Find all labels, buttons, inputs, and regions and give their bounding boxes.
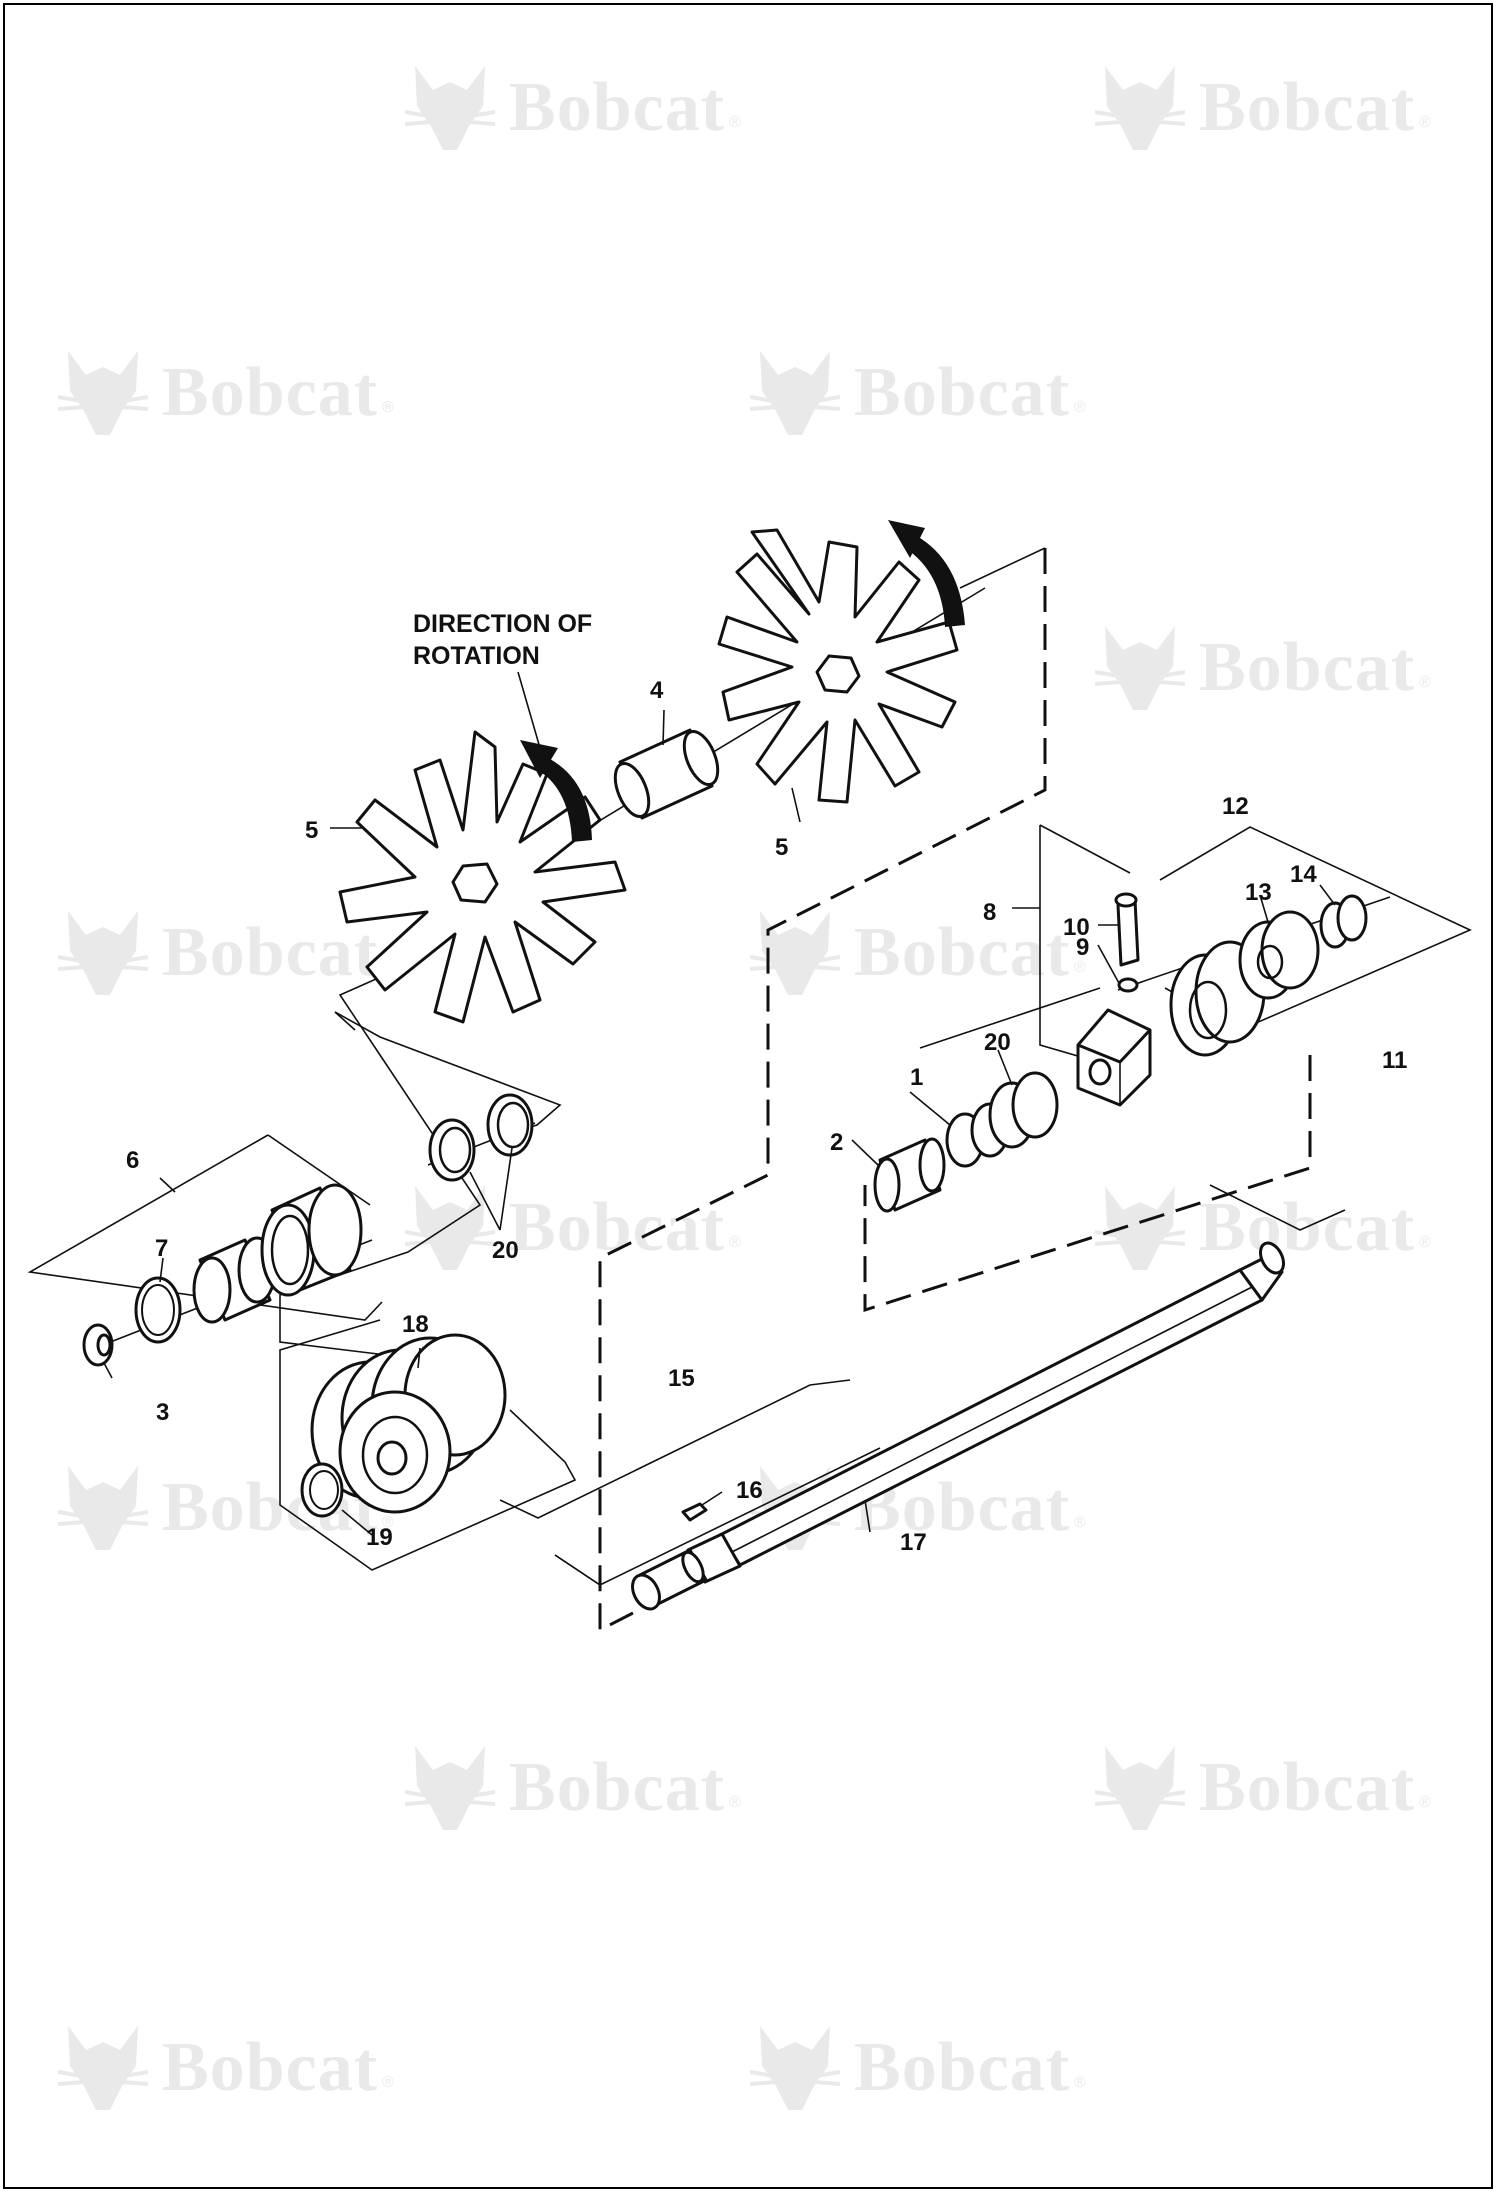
bolt-10 bbox=[1114, 892, 1140, 967]
pulley bbox=[310, 1333, 507, 1514]
assembly-dashed-lines bbox=[598, 548, 1312, 1633]
callout-2: 2 bbox=[830, 1129, 843, 1156]
callout-17: 17 bbox=[900, 1529, 927, 1556]
caption-line-1: DIRECTION OF bbox=[413, 610, 592, 638]
collar-14 bbox=[1319, 894, 1368, 949]
shaft bbox=[631, 1241, 1285, 1611]
callout-12: 12 bbox=[1222, 793, 1249, 820]
callout-8: 8 bbox=[983, 899, 996, 926]
callout-19: 19 bbox=[366, 1524, 393, 1551]
callout-14: 14 bbox=[1290, 861, 1317, 888]
callout-16: 16 bbox=[736, 1477, 763, 1504]
callout-7: 7 bbox=[155, 1235, 168, 1262]
callout-labels: 1 2 3 4 5 5 6 7 8 9 10 11 12 13 14 15 16… bbox=[126, 677, 1407, 1556]
bearing-13 bbox=[1238, 910, 1320, 1000]
callout-15: 15 bbox=[668, 1365, 695, 1392]
rotation-arrow-right bbox=[888, 520, 965, 627]
callout-18: 18 bbox=[402, 1311, 429, 1338]
paddle-right bbox=[717, 528, 959, 804]
callout-leaders bbox=[103, 709, 1336, 1536]
bushing-2 bbox=[873, 1137, 946, 1213]
callout-20-left: 20 bbox=[492, 1237, 519, 1264]
page-border bbox=[3, 3, 1493, 2189]
callout-4: 4 bbox=[650, 677, 664, 704]
retaining-ring-19 bbox=[300, 1462, 344, 1518]
callout-1: 1 bbox=[910, 1064, 923, 1091]
rotation-arrow-left bbox=[520, 740, 592, 842]
callout-20-right: 20 bbox=[984, 1029, 1011, 1056]
callout-11: 11 bbox=[1382, 1047, 1407, 1074]
paddle-left bbox=[338, 730, 627, 1024]
spacer-tube bbox=[613, 728, 720, 820]
left-seals bbox=[428, 1093, 534, 1182]
key-16 bbox=[681, 1502, 708, 1522]
callout-5-right: 5 bbox=[775, 834, 788, 861]
callout-3: 3 bbox=[156, 1399, 169, 1426]
rotation-caption: DIRECTION OF ROTATION bbox=[413, 610, 592, 670]
caption-line-2: ROTATION bbox=[413, 642, 540, 670]
callout-13: 13 bbox=[1245, 879, 1272, 906]
callout-6: 6 bbox=[126, 1147, 139, 1174]
callout-10: 10 bbox=[1063, 914, 1090, 941]
bearing-block bbox=[1076, 1008, 1152, 1107]
washer-9 bbox=[1117, 977, 1139, 993]
callout-5-left: 5 bbox=[305, 817, 318, 844]
seal-20-right bbox=[988, 1071, 1059, 1149]
left-bearing-group bbox=[82, 1183, 363, 1367]
callout-9: 9 bbox=[1076, 934, 1089, 961]
